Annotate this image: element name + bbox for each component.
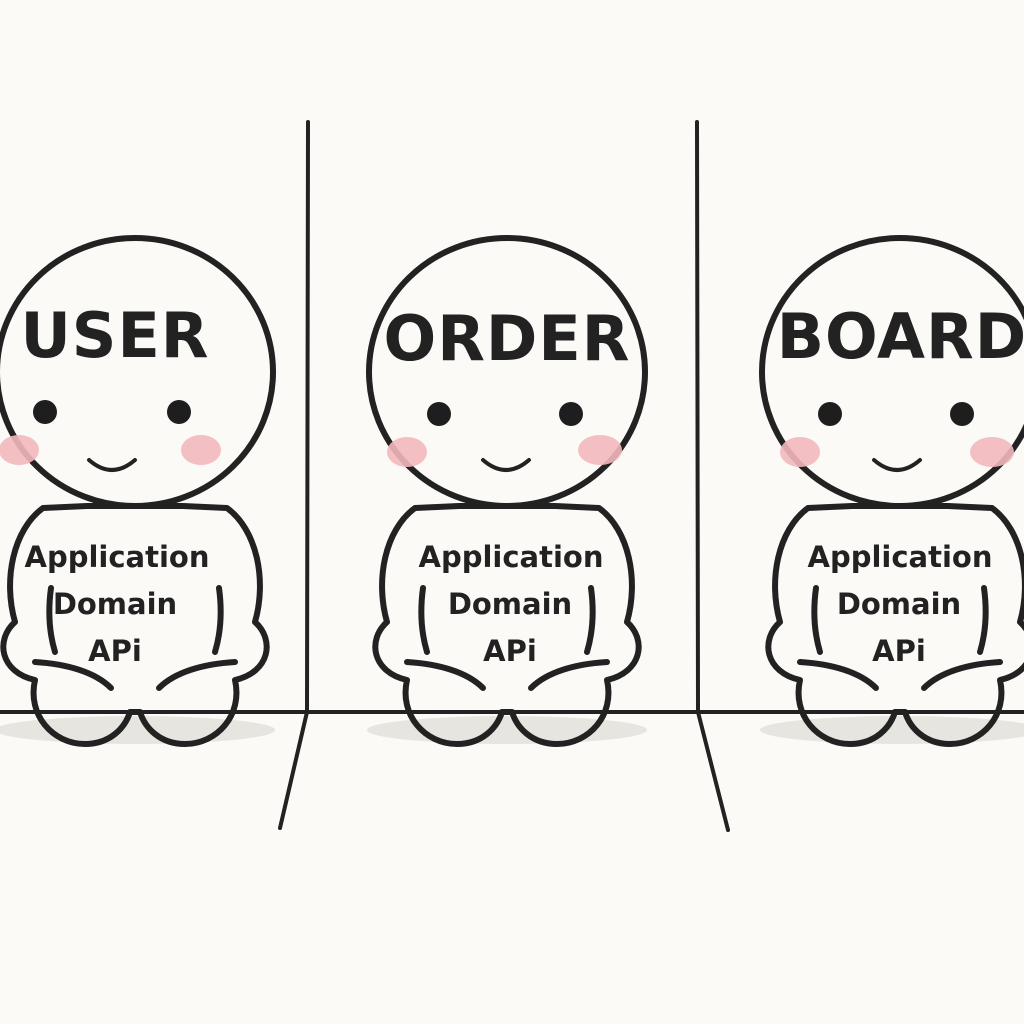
character-head	[0, 235, 276, 509]
character-cheek-right	[181, 435, 221, 465]
character-head	[759, 235, 1024, 509]
character-cheek-right	[970, 437, 1014, 467]
character-eye-right	[167, 400, 191, 424]
character-arm-left	[811, 585, 823, 655]
character-name: BOARD	[777, 300, 1024, 373]
character-leg-right	[156, 659, 238, 691]
character-arm-right	[584, 585, 596, 655]
character-leg-right	[528, 659, 610, 691]
character-cheek-left	[0, 435, 39, 465]
character-eye-left	[33, 400, 57, 424]
character-body	[372, 503, 642, 747]
character-mouth	[872, 458, 922, 472]
character-layer-api: APi	[88, 634, 142, 668]
character-eye-left	[427, 402, 451, 426]
character-cheek-right	[578, 435, 622, 465]
character-layer-api: APi	[483, 634, 537, 668]
character-layer-domain: Domain	[837, 587, 961, 621]
character-eye-left	[818, 402, 842, 426]
character-layer-application: Application	[808, 540, 993, 574]
character-layer-domain: Domain	[448, 587, 572, 621]
character-eye-right	[950, 402, 974, 426]
character-eye-right	[559, 402, 583, 426]
character-leg-left	[797, 659, 879, 691]
character-layer-api: APi	[872, 634, 926, 668]
character-arm-left	[46, 585, 58, 655]
divider-right-vertical	[695, 120, 700, 714]
character-arm-right	[212, 585, 224, 655]
divider-right-diagonal	[696, 710, 730, 832]
character-name: USER	[20, 299, 209, 372]
character-layer-domain: Domain	[53, 587, 177, 621]
character-shadow	[367, 716, 647, 744]
character-arm-left	[418, 585, 430, 655]
character-layer-application: Application	[25, 540, 210, 574]
character-mouth	[481, 458, 531, 472]
character-body	[0, 503, 270, 747]
character-order: ORDER Application Domain APi	[366, 235, 648, 747]
character-leg-left	[32, 659, 114, 691]
character-board: BOARD Application Domain APi	[759, 235, 1024, 747]
character-user: USER Application Domain APi	[0, 235, 276, 747]
divider-left-vertical	[305, 120, 310, 714]
character-leg-left	[404, 659, 486, 691]
character-cheek-left	[780, 437, 820, 467]
character-arm-right	[977, 585, 989, 655]
character-mouth	[87, 458, 137, 472]
character-head	[366, 235, 648, 509]
divider-left-diagonal	[278, 710, 309, 830]
character-leg-right	[921, 659, 1003, 691]
character-cheek-left	[387, 437, 427, 467]
character-name: ORDER	[383, 302, 630, 375]
character-layer-application: Application	[419, 540, 604, 574]
